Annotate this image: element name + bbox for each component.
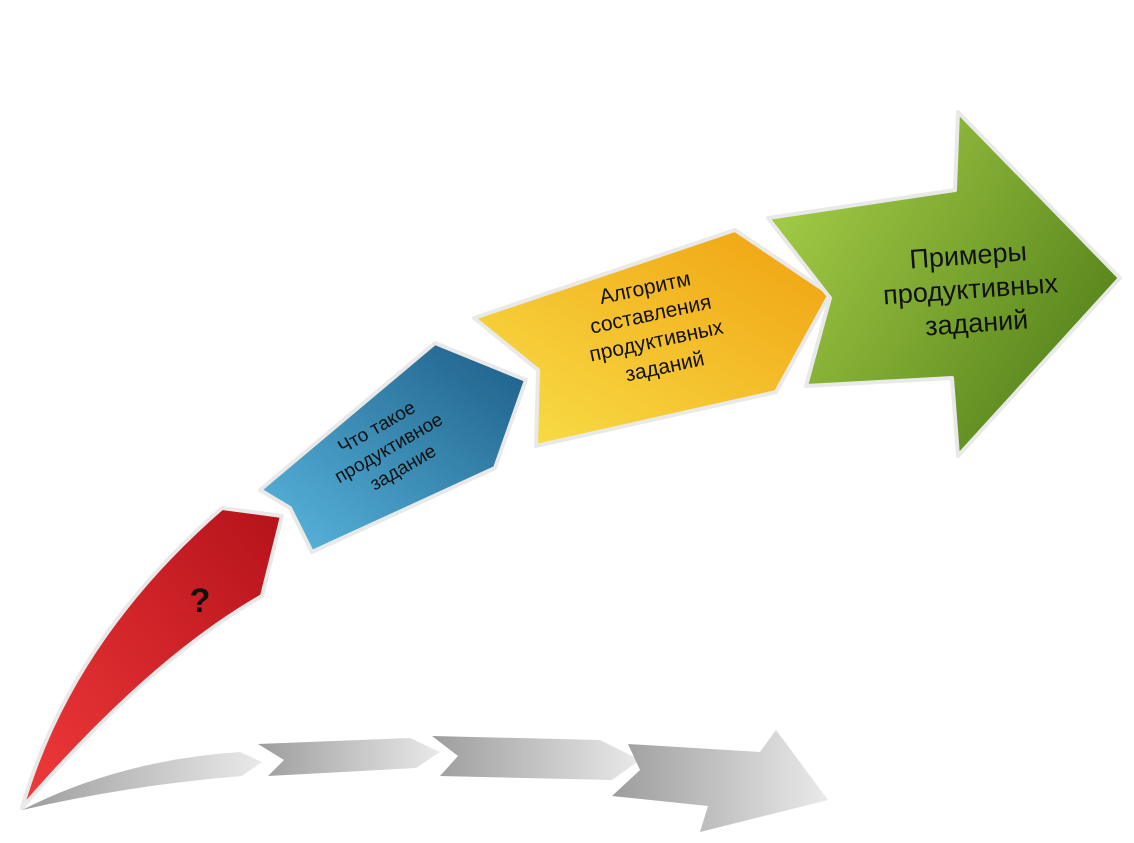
segment-1-line-1: ? (190, 582, 211, 620)
shadow-segment-2 (258, 738, 440, 776)
shadow-segment-3 (432, 736, 640, 780)
segment-2-arrow (258, 341, 528, 554)
segment-3-arrow (472, 228, 832, 448)
segment-1-arrow (20, 506, 284, 810)
shadow-segment-1 (22, 752, 262, 810)
shadow-reflection (22, 730, 828, 832)
segment-4-arrow (766, 110, 1122, 458)
segment-1-label: ? (190, 582, 211, 620)
segment-4-line-3: заданий (924, 304, 1029, 341)
shadow-segment-4 (612, 730, 828, 832)
